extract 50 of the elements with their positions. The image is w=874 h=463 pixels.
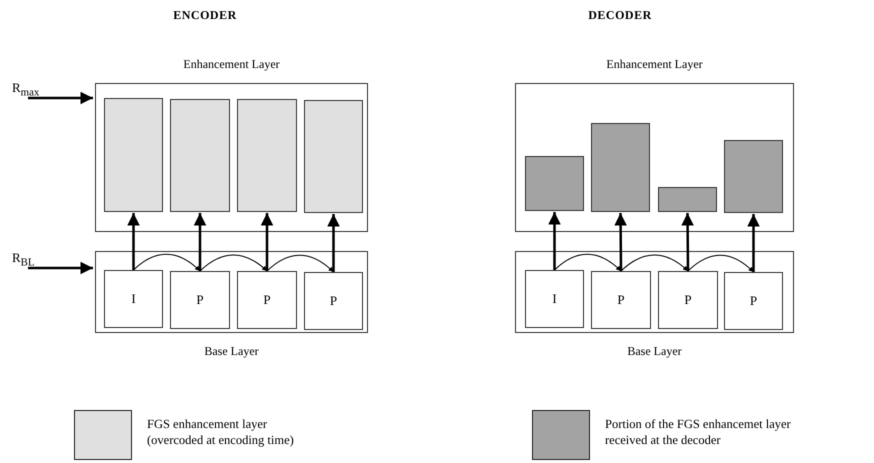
section-title: DECODER	[587, 8, 653, 23]
prediction-arrow	[554, 254, 622, 272]
frame-type: P	[617, 292, 625, 308]
layer-bar	[104, 98, 163, 212]
arrow	[548, 212, 561, 270]
frame-type: P	[684, 292, 692, 308]
layer-heading: Base Layer	[203, 344, 260, 359]
layer-bar	[724, 140, 783, 213]
frame-type: I	[131, 291, 136, 307]
arrow	[127, 213, 140, 270]
rate-label: R$_{BL}$	[12, 250, 35, 269]
frame-box	[104, 270, 163, 328]
layer-heading: Enhancement Layer	[605, 57, 704, 72]
arrow	[747, 214, 760, 272]
layer-bar	[658, 187, 717, 212]
arrow	[681, 212, 694, 272]
prediction-arrow	[266, 254, 334, 272]
arrow	[28, 92, 93, 104]
frame-box	[724, 272, 783, 330]
arrow	[327, 214, 340, 272]
frame-box	[237, 271, 297, 329]
layer-bar	[170, 99, 230, 212]
frame-type: I	[552, 291, 557, 307]
arrow	[260, 213, 274, 271]
layer-bar	[237, 99, 297, 212]
arrow	[28, 262, 93, 274]
prediction-arrow	[620, 254, 688, 272]
frame-type: P	[196, 292, 204, 308]
frame-type: P	[330, 293, 338, 309]
arrow	[194, 213, 206, 271]
rate-label: R$_{max}$	[12, 80, 40, 99]
layer-bar	[304, 100, 363, 213]
frame-type: P	[263, 292, 271, 308]
layer-bar	[525, 156, 584, 211]
prediction-arrow	[133, 254, 200, 272]
arrow	[614, 212, 627, 272]
frame-box	[658, 271, 718, 329]
layer-heading: Base Layer	[626, 344, 683, 359]
frame-box	[591, 271, 651, 329]
prediction-arrow	[200, 254, 268, 272]
layer-bar	[591, 123, 650, 212]
layer-heading: Enhancement Layer	[182, 57, 281, 72]
legend-text: FGS enhancement layer (overcoded at encoding time)	[147, 416, 295, 448]
prediction-arrow	[688, 254, 754, 272]
frame-type: P	[750, 293, 758, 309]
frame-box	[170, 271, 230, 329]
legend-text: Portion of the FGS enhancemet layer received at the decoder	[605, 416, 792, 448]
frame-box	[525, 270, 584, 328]
section-title: ENCODER	[172, 8, 238, 23]
frame-box	[304, 272, 363, 330]
